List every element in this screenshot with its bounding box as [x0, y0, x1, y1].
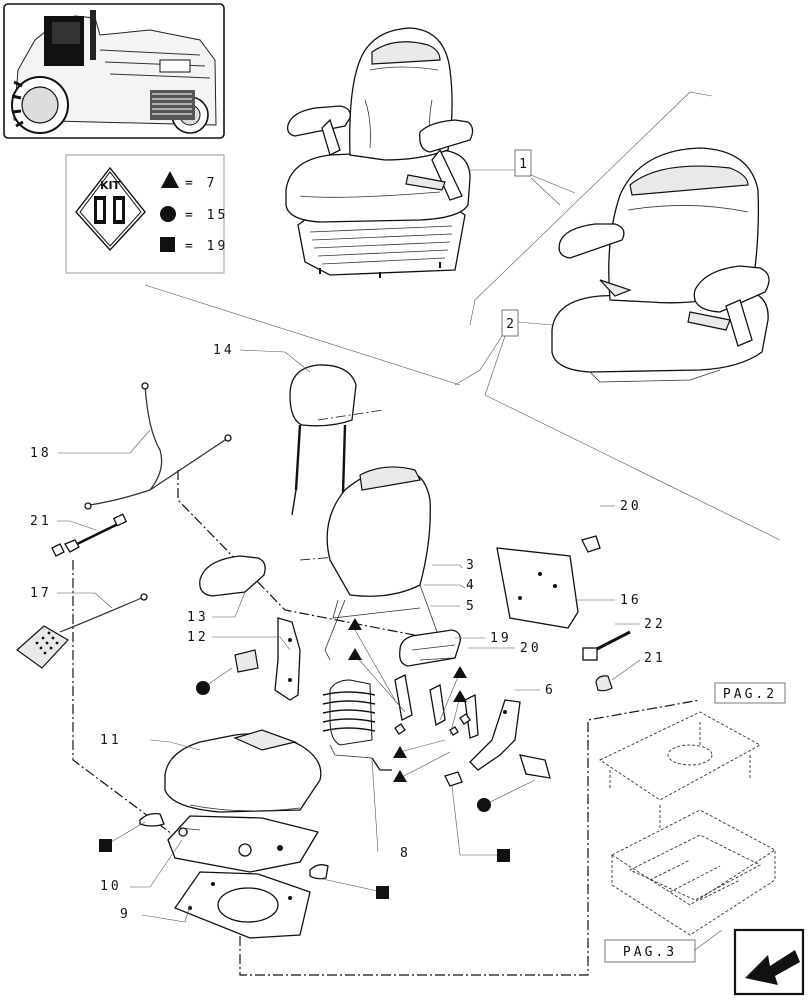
part-9-base-plate: [174, 871, 311, 939]
square-icon: [160, 237, 175, 252]
callout-22: 22: [644, 617, 666, 632]
callout-20b: 20: [520, 641, 542, 656]
kit-badge: KIT: [75, 166, 146, 252]
part-8-spring-frame: [322, 679, 392, 771]
callout-6: 6: [545, 683, 556, 698]
seat-assembly-1: [285, 27, 474, 278]
callout-5: 5: [466, 599, 477, 614]
part-12-bracket: [274, 617, 301, 701]
callout-1: 1: [470, 149, 576, 206]
callout-21a: 21: [30, 514, 52, 529]
part-5-bracket: [394, 674, 479, 739]
leader-lines: [57, 349, 641, 923]
callout-3: 3: [466, 558, 477, 573]
circle-icon: [196, 681, 210, 695]
circle-icon: [160, 206, 176, 222]
callout-12: 12: [187, 630, 209, 645]
callout-18: 18: [30, 446, 52, 461]
square-icon: [376, 886, 389, 899]
part-6-bracket: [469, 699, 521, 771]
triangle-icon: [161, 171, 179, 188]
callout-4: 4: [466, 578, 477, 593]
part-3-backrest-frame: [324, 466, 441, 661]
triangle-icon: [348, 648, 362, 660]
square-icon: [99, 839, 112, 852]
callout-16: 16: [620, 593, 642, 608]
part-14-headrest: [289, 364, 384, 561]
callout-10: 10: [100, 879, 122, 894]
part-10-seat-plate: [167, 815, 320, 873]
kit-legend: KIT = 7 = 15 = 19: [65, 154, 228, 274]
part-small-components: [16, 382, 631, 880]
callout-19: 19: [490, 631, 512, 646]
callout-14: 14: [213, 343, 235, 358]
triangle-icon: [348, 618, 362, 630]
triangle-icon: [453, 690, 467, 702]
svg-text:PAG.2: PAG.2: [723, 687, 777, 702]
callout-13: 13: [187, 610, 209, 625]
seat-assembly-2: [551, 147, 770, 383]
square-icon: [497, 849, 510, 862]
svg-text:2: 2: [506, 317, 514, 332]
kit-badge-text: KIT: [100, 179, 121, 192]
svg-text:PAG.3: PAG.3: [623, 945, 677, 960]
callout-11: 11: [100, 733, 122, 748]
kit-triangle-count: = 7: [185, 176, 217, 191]
callout-21b: 21: [644, 651, 666, 666]
callout-2: 2: [454, 309, 781, 541]
callout-labels: 14 18 21 17 13 12 11 10 9 8 3 4 5 19 20 …: [30, 343, 666, 922]
kit-square-count: = 19: [185, 239, 228, 254]
page-ref-2[interactable]: PAG.2: [714, 682, 786, 704]
callout-17: 17: [30, 586, 52, 601]
base-suspension-ghost: [599, 711, 776, 936]
part-19-armrest: [399, 629, 461, 667]
triangle-icon: [453, 666, 467, 678]
kit-symbol-markers: [99, 618, 510, 899]
tractor-thumbnail: [3, 3, 225, 139]
part-13-armrest-pad: [199, 555, 266, 597]
callout-9: 9: [120, 907, 131, 922]
triangle-icon: [393, 746, 407, 758]
page-ref-3[interactable]: PAG.3: [604, 929, 723, 963]
kit-circle-count: = 15: [185, 208, 228, 223]
callout-20a: 20: [620, 499, 642, 514]
part-11-cushion: [164, 729, 322, 813]
circle-icon: [477, 798, 491, 812]
triangle-icon: [393, 770, 407, 782]
callout-8: 8: [400, 846, 411, 861]
svg-text:1: 1: [519, 157, 527, 172]
next-page-arrow-icon[interactable]: [733, 928, 805, 996]
